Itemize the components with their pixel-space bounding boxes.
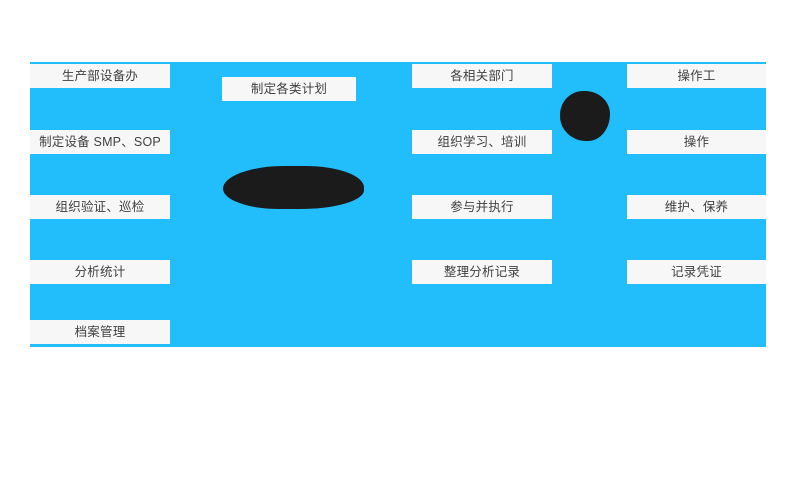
node-organize-validation-inspection[interactable]: 组织验证、巡检 [30, 195, 170, 219]
node-record-voucher[interactable]: 记录凭证 [627, 260, 766, 284]
diagram-board: 生产部设备办 制定设备 SMP、SOP 组织验证、巡检 分析统计 档案管理 制定… [30, 62, 766, 347]
node-organize-learning-training[interactable]: 组织学习、培训 [412, 130, 552, 154]
node-relevant-departments[interactable]: 各相关部门 [412, 64, 552, 88]
node-organize-analysis-records[interactable]: 整理分析记录 [412, 260, 552, 284]
node-archive-management[interactable]: 档案管理 [30, 320, 170, 344]
node-establish-smp-sop[interactable]: 制定设备 SMP、SOP [30, 130, 170, 154]
node-production-equipment-office[interactable]: 生产部设备办 [30, 64, 170, 88]
redaction-blob-right [560, 91, 610, 141]
node-formulate-various-plans[interactable]: 制定各类计划 [222, 77, 356, 101]
node-maintenance-upkeep[interactable]: 维护、保养 [627, 195, 766, 219]
node-operator[interactable]: 操作工 [627, 64, 766, 88]
node-participate-and-execute[interactable]: 参与并执行 [412, 195, 552, 219]
redaction-blob-left [223, 166, 364, 209]
node-operation[interactable]: 操作 [627, 130, 766, 154]
node-analysis-statistics[interactable]: 分析统计 [30, 260, 170, 284]
